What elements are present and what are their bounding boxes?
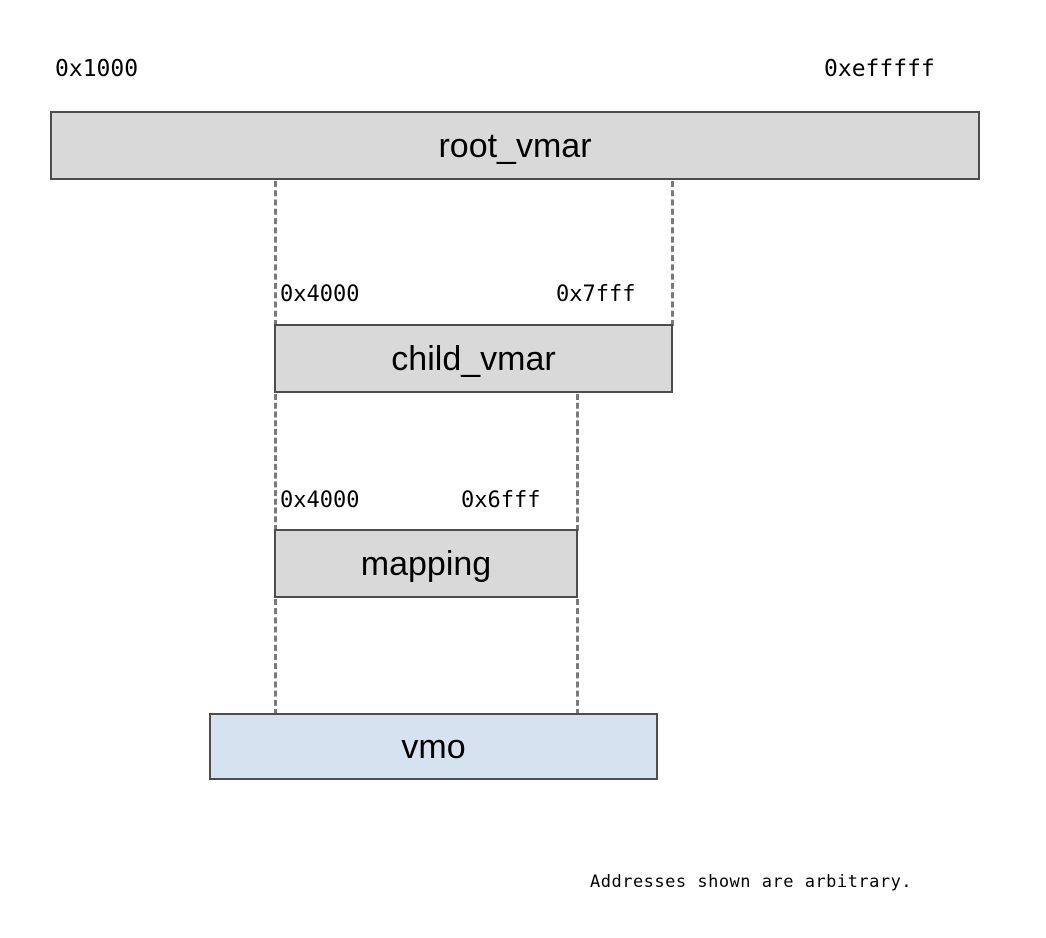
- mapping-end-address: 0x6fff: [461, 488, 541, 513]
- mapping-start-address: 0x4000: [280, 488, 360, 513]
- connector-root-to-child-left: [274, 181, 277, 326]
- mapping-label: mapping: [360, 544, 492, 583]
- connector-mapping-to-vmo-right: [576, 599, 579, 715]
- vmo-label: vmo: [401, 727, 466, 766]
- root-vmar-start-address: 0x1000: [55, 56, 139, 82]
- connector-root-to-child-right: [671, 181, 674, 326]
- child-vmar-label: child_vmar: [391, 339, 556, 378]
- child-vmar-start-address: 0x4000: [280, 282, 360, 307]
- child-vmar-end-address: 0x7fff: [556, 282, 636, 307]
- connector-child-to-mapping-right: [576, 394, 579, 531]
- mapping-box[interactable]: mapping: [274, 529, 578, 598]
- root-vmar-box[interactable]: root_vmar: [50, 111, 980, 180]
- vmo-box[interactable]: vmo: [209, 713, 658, 780]
- child-vmar-box[interactable]: child_vmar: [274, 324, 673, 393]
- root-vmar-end-address: 0xefffff: [824, 56, 935, 82]
- connector-mapping-to-vmo-left: [274, 599, 277, 715]
- root-vmar-label: root_vmar: [438, 126, 592, 165]
- footer-note: Addresses shown are arbitrary.: [590, 872, 913, 892]
- connector-child-to-mapping-left: [274, 394, 277, 531]
